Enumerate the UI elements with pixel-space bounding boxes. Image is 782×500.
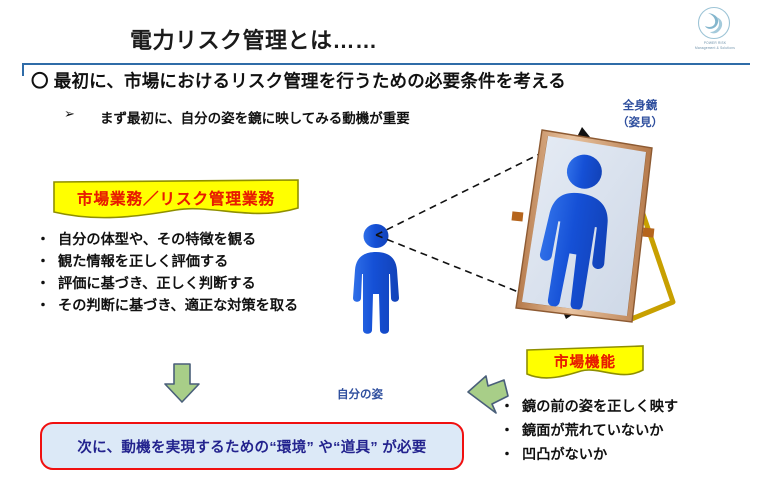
green-upleft-arrow-icon [466, 374, 510, 416]
list-item-label: 自分の体型や、その特徴を観る [58, 232, 257, 248]
list-item: ・ 鏡面が荒れていないか [500, 419, 678, 443]
list-item-label: 鏡の前の姿を正しく映す [522, 399, 679, 415]
bullet-marker: ・ [36, 253, 50, 269]
company-logo: POWER RISK Management & Solutions [684, 6, 746, 56]
right-banner: 市場機能 [525, 344, 645, 382]
conclusion-box-text: 次に、動機を実現するための“環境” や“道具” が必要 [77, 439, 427, 456]
lead-heading: 〇 最初に、市場におけるリスク管理を行うための必要条件を考える [31, 71, 567, 91]
left-banner: 市場業務／リスク管理業務 [52, 178, 300, 222]
bullet-marker: ・ [500, 398, 514, 414]
bullet-marker: ・ [36, 231, 50, 247]
list-item: ・ 自分の体型や、その特徴を観る [36, 229, 298, 251]
mirror-stand-icon [628, 207, 676, 323]
header-divider-line [22, 63, 750, 65]
conclusion-box: 次に、動機を実現するための“環境” や“道具” が必要 [40, 422, 464, 470]
page-title: 電力リスク管理とは…… [130, 28, 378, 53]
header-divider-tick [22, 63, 24, 76]
list-item-label: その判断に基づき、適正な対策を取る [58, 298, 299, 314]
list-item-label: 鏡面が荒れていないか [522, 423, 664, 439]
self-figure-caption: 自分の姿 [337, 389, 383, 401]
person-figure-reflection-icon [540, 154, 608, 311]
bullet-marker: ・ [36, 275, 50, 291]
list-item: ・ 凹凸がないか [500, 443, 678, 467]
company-logo-swirl-icon [692, 6, 736, 42]
left-banner-label: 市場業務／リスク管理業務 [76, 190, 275, 208]
list-item-label: 評価に基づき、正しく判断する [58, 276, 256, 292]
list-item-label: 観た情報を正しく評価する [58, 254, 229, 270]
mirror-hinge-left [511, 211, 524, 222]
right-banner-label: 市場機能 [554, 354, 616, 371]
self-figure [345, 222, 407, 338]
bullet-marker: ・ [500, 446, 514, 462]
sight-line-upper [375, 132, 583, 236]
list-item: ・ 観た情報を正しく評価する [36, 251, 298, 273]
left-bullet-list: ・ 自分の体型や、その特徴を観る ・ 観た情報を正しく評価する ・ 評価に基づき… [36, 229, 298, 317]
person-figure-icon [353, 224, 399, 334]
green-down-arrow-icon [162, 362, 202, 404]
sub-bullet-arrow-icon: ➢ [64, 106, 75, 121]
bullet-marker: ・ [36, 297, 50, 313]
mirror-hinge-right [642, 227, 655, 238]
list-item: ・ 評価に基づき、正しく判断する [36, 273, 298, 295]
bullet-marker: ・ [500, 422, 514, 438]
company-logo-caption: POWER RISK Management & Solutions [694, 41, 735, 50]
list-item-label: 凹凸がないか [522, 447, 608, 463]
full-length-mirror [498, 120, 698, 342]
list-item: ・ その判断に基づき、適正な対策を取る [36, 295, 298, 317]
list-item: ・ 鏡の前の姿を正しく映す [500, 395, 678, 419]
sub-bullet-text: まず最初に、自分の姿を鏡に映してみる動機が重要 [100, 111, 410, 126]
right-bullet-list: ・ 鏡の前の姿を正しく映す ・ 鏡面が荒れていないか ・ 凹凸がないか [500, 395, 678, 467]
mirror-caption: 全身鏡 （姿見） [617, 100, 663, 129]
